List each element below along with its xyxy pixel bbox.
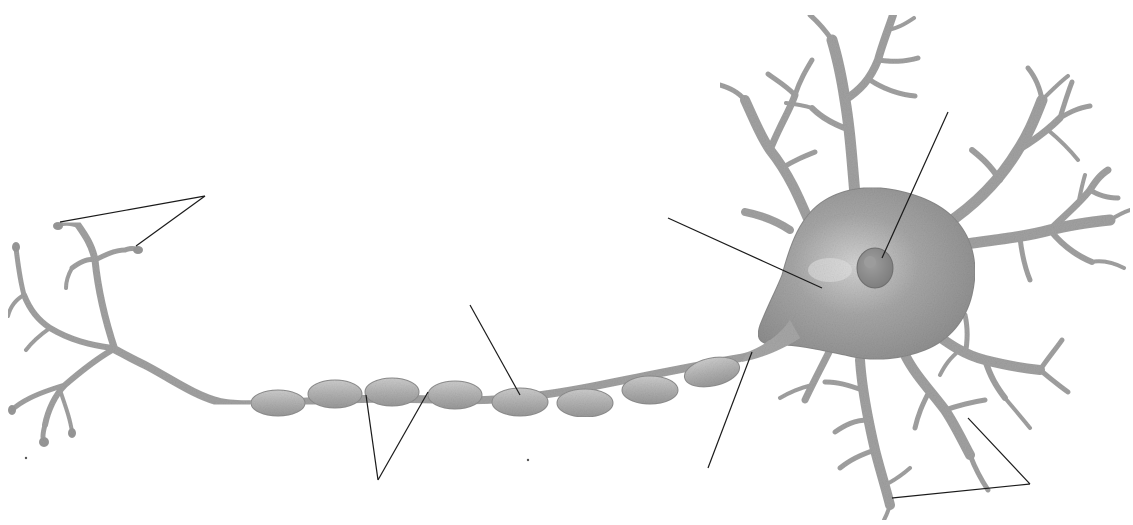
myelin-segment [308,380,362,408]
axon-terminal-knobs [8,222,143,447]
leader-line-nodes-a [366,395,378,480]
myelin-segment [557,389,613,417]
myelin-segment [428,381,482,409]
leader-line-dendrites-a [892,484,1030,498]
myelin-segment [365,378,419,406]
nucleus [857,248,893,288]
specks [25,457,529,461]
axon-terminals [8,223,138,442]
myelin-segment [251,390,305,416]
leader-line-myelin-sheath [470,305,520,395]
myelin-segment [622,376,678,404]
leader-line-axon-terminals-a [60,196,205,222]
myelin-sheath [251,352,742,417]
leader-line-axon-terminals-b [136,196,205,246]
myelin-segment [492,388,548,416]
